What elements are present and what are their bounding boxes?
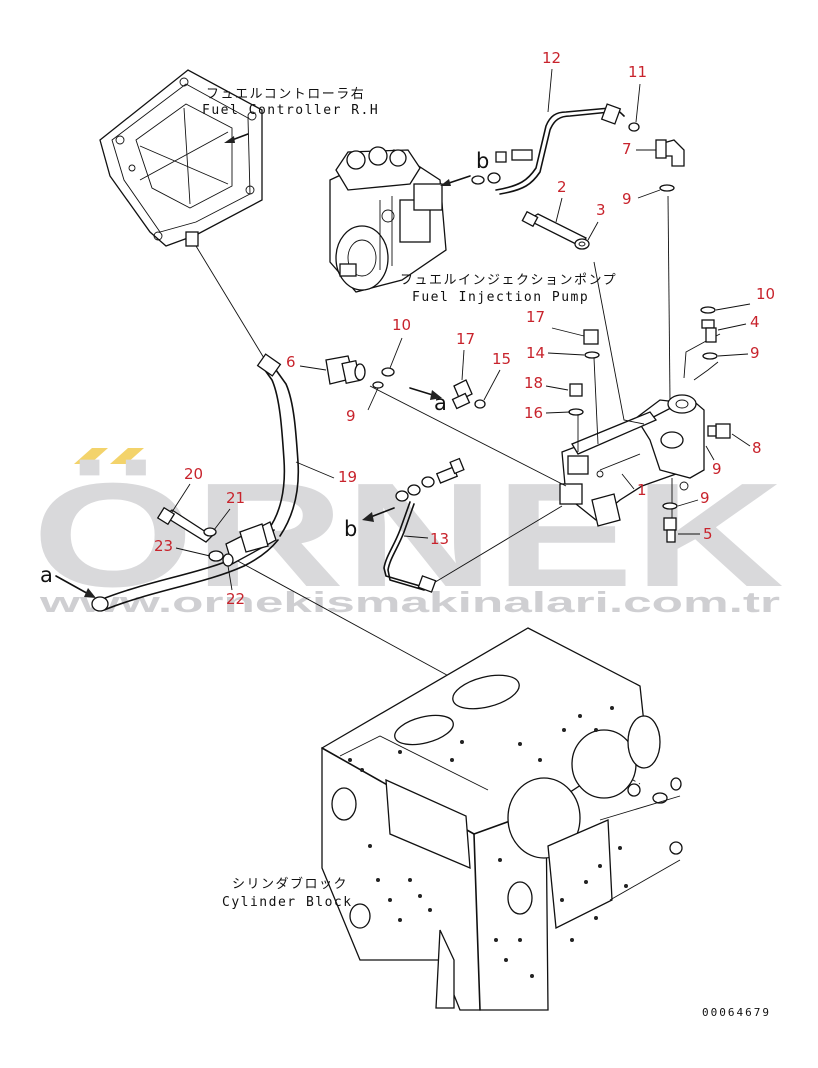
fitting-7 bbox=[655, 139, 685, 192]
cylinder-block-illustration bbox=[321, 627, 683, 1011]
captions: フュエルコントローラ右 Fuel Controller R.H フュエルインジェ… bbox=[202, 87, 617, 910]
callout-12: 12 bbox=[542, 49, 561, 67]
callout-13: 13 bbox=[430, 530, 449, 548]
callout-10a: 10 bbox=[756, 285, 775, 303]
callout-17b: 17 bbox=[456, 330, 475, 348]
callout-9a: 9 bbox=[622, 190, 632, 208]
callout-18: 18 bbox=[524, 374, 543, 392]
small-parts-right bbox=[662, 306, 731, 543]
callout-1: 1 bbox=[637, 481, 647, 499]
hose-19 bbox=[91, 353, 300, 612]
callout-17a: 17 bbox=[526, 308, 545, 326]
fuel-controller-caption-en: Fuel Controller R.H bbox=[202, 103, 379, 118]
callout-9c: 9 bbox=[712, 460, 722, 478]
callout-15: 15 bbox=[492, 350, 511, 368]
callout-20: 20 bbox=[184, 465, 203, 483]
pipe-12 bbox=[471, 103, 640, 195]
callouts: 1 2 3 4 5 6 7 8 9 9 9 9 9 11 12 10 10 13 bbox=[154, 49, 775, 608]
fuel-injection-pump-caption-en: Fuel Injection Pump bbox=[412, 290, 589, 305]
callout-22: 22 bbox=[226, 590, 245, 608]
fuel-controller-caption-jp: フュエルコントローラ右 bbox=[206, 87, 365, 102]
callout-4: 4 bbox=[750, 313, 760, 331]
cylinder-block-caption-en: Cylinder Block bbox=[222, 895, 353, 910]
pipe-13 bbox=[383, 457, 465, 593]
reference-letters: a a b b bbox=[40, 149, 489, 587]
bolt-2 bbox=[521, 210, 590, 250]
callout-9e: 9 bbox=[346, 407, 356, 425]
callout-16: 16 bbox=[524, 404, 543, 422]
watermark-url: www.ornekismakinalari.com.tr bbox=[38, 587, 780, 619]
small-parts-middle bbox=[451, 329, 600, 416]
fuel-injection-pump-illustration bbox=[329, 146, 471, 293]
callout-5: 5 bbox=[703, 525, 713, 543]
callout-19: 19 bbox=[338, 468, 357, 486]
callout-14: 14 bbox=[526, 344, 545, 362]
callout-23: 23 bbox=[154, 537, 173, 555]
sensor-6 bbox=[325, 355, 395, 389]
callout-7: 7 bbox=[622, 140, 632, 158]
callout-2: 2 bbox=[557, 178, 567, 196]
reference-arrows bbox=[55, 387, 442, 598]
callout-9d: 9 bbox=[700, 489, 710, 507]
watermark-accent-left bbox=[74, 448, 108, 464]
ref-a-left: a bbox=[40, 563, 53, 587]
cylinder-block-caption-jp: シリンダブロック bbox=[232, 876, 348, 892]
drawing-code: 00064679 bbox=[702, 1006, 771, 1019]
fuel-injection-pump-caption-jp: フュエルインジェクションポンプ bbox=[400, 273, 617, 288]
ref-b-top: b bbox=[476, 149, 489, 173]
callout-9b: 9 bbox=[750, 344, 760, 362]
ref-a-middle: a bbox=[434, 391, 447, 415]
fuel-controller-illustration bbox=[99, 69, 263, 247]
callout-21: 21 bbox=[226, 489, 245, 507]
ref-b-middle: b bbox=[344, 517, 357, 541]
callout-11: 11 bbox=[628, 63, 647, 81]
callout-6: 6 bbox=[286, 353, 296, 371]
watermark-accent-right bbox=[110, 448, 144, 464]
callout-8: 8 bbox=[752, 439, 762, 457]
callout-3: 3 bbox=[596, 201, 606, 219]
callout-10b: 10 bbox=[392, 316, 411, 334]
